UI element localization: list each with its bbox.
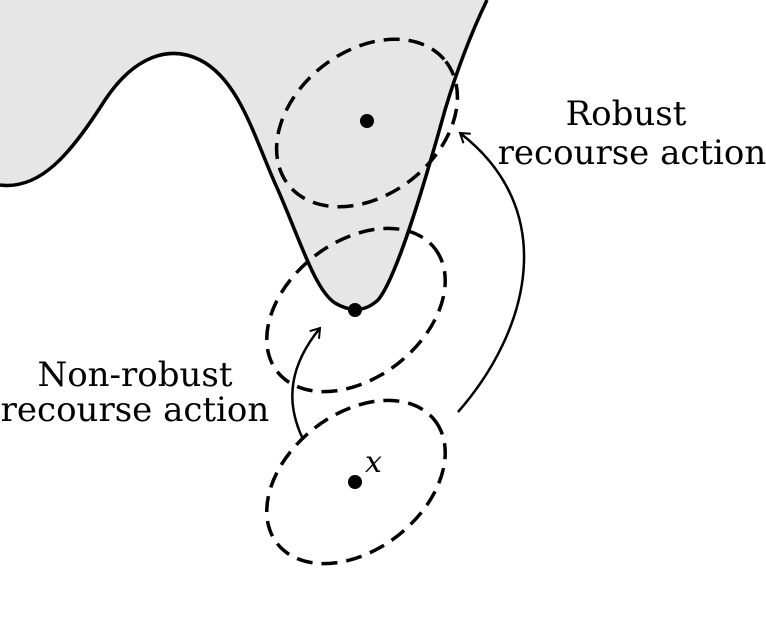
- original-uncertainty-ellipse: [265, 398, 447, 566]
- nonrobust-arrow: [291, 326, 322, 438]
- nonrobust-recourse-point: [348, 303, 362, 317]
- robust-uncertainty-ellipse: [274, 37, 460, 209]
- point-x-label: x: [365, 445, 382, 480]
- nonrobust-label-line2: recourse action: [1, 390, 270, 430]
- robust-label-line1: Robust: [566, 94, 687, 134]
- decision-region: [0, 0, 487, 310]
- robust-arrow: [457, 131, 526, 413]
- original-point: [348, 475, 362, 489]
- decision-boundary: [0, 0, 489, 312]
- nonrobust-label-line1: Non-robust: [37, 355, 232, 395]
- nonrobust-uncertainty-ellipse: [265, 226, 447, 394]
- robust-label-line2: recourse action: [498, 133, 766, 173]
- robust-recourse-point: [360, 114, 374, 128]
